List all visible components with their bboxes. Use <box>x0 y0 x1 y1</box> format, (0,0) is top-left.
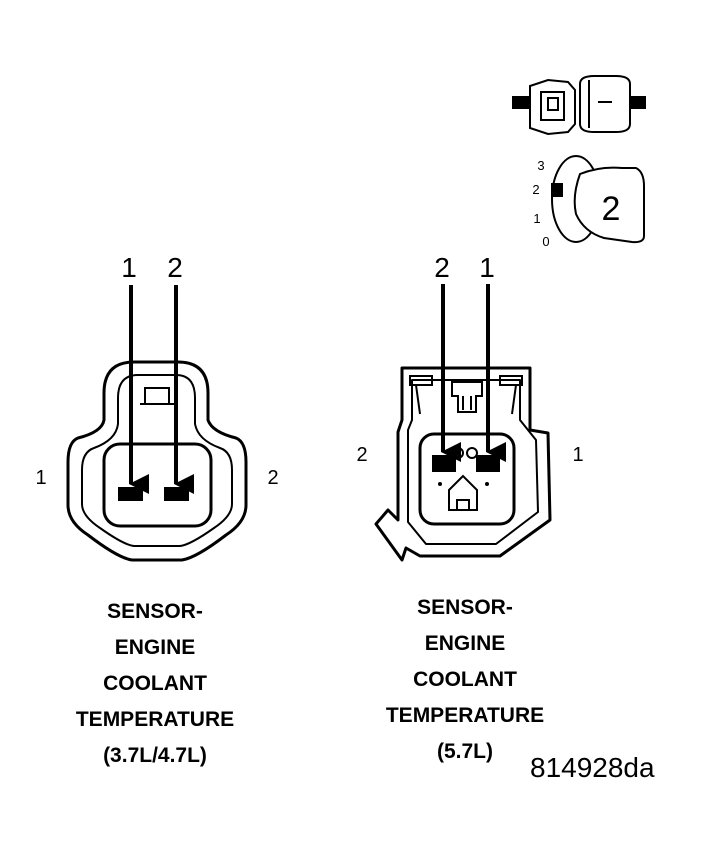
figure-id: 814928da <box>530 752 655 783</box>
right-side-label-1: 1 <box>572 444 583 466</box>
dial-scale-0: 0 <box>542 234 549 249</box>
right-connector-inner-outline <box>407 379 539 545</box>
left-caption-line: COOLANT <box>103 672 207 695</box>
right-connector-tab-right <box>499 375 523 386</box>
left-connector-caption: SENSOR- ENGINE COOLANT TEMPERATURE (3.7L… <box>50 594 260 774</box>
left-connector: 1 2 1 2 <box>35 252 279 562</box>
right-side-label-2: 2 <box>356 444 367 466</box>
locator-key-number: 2 <box>602 190 621 228</box>
right-caption-line: SENSOR- <box>417 596 513 619</box>
right-arrow-label-1: 1 <box>479 252 495 283</box>
dial-position-marker <box>551 183 563 197</box>
left-connector-latch <box>144 387 170 405</box>
right-arrow-label-2: 2 <box>434 252 450 283</box>
left-caption-line: (3.7L/4.7L) <box>103 744 207 767</box>
right-caption-line: COOLANT <box>413 668 517 691</box>
left-pin-1 <box>118 487 143 501</box>
right-pin-2 <box>432 455 456 472</box>
dial-scale-3: 3 <box>537 158 544 173</box>
left-arrow-label-1: 1 <box>121 252 137 283</box>
right-connector: 2 1 2 1 <box>356 252 584 562</box>
left-pin-2 <box>164 487 189 501</box>
right-pin-1 <box>476 455 500 472</box>
left-side-label-2: 2 <box>267 467 278 489</box>
dial-scale-2: 2 <box>532 182 539 197</box>
left-connector-cavity <box>102 442 213 528</box>
right-caption-line: TEMPERATURE <box>385 704 545 727</box>
right-connector-caption: SENSOR- ENGINE COOLANT TEMPERATURE (5.7L… <box>360 590 570 770</box>
left-caption-line: SENSOR- <box>107 600 203 623</box>
left-caption-line: ENGINE <box>114 636 196 659</box>
right-caption-line: (5.7L) <box>436 740 493 763</box>
left-arrow-label-2: 2 <box>167 252 183 283</box>
right-connector-tab-left <box>409 375 433 386</box>
right-connector-latch <box>451 381 483 413</box>
left-connector-housing <box>66 360 248 562</box>
connector-locator-icon: 3 2 1 0 2 <box>512 75 646 249</box>
dial-scale-1: 1 <box>533 211 540 226</box>
left-side-label-1: 1 <box>35 467 46 489</box>
left-connector-inner-outline <box>81 374 233 547</box>
right-connector-housing <box>374 366 552 562</box>
left-caption-line: TEMPERATURE <box>75 708 235 731</box>
right-connector-key <box>448 474 478 511</box>
right-caption-line: ENGINE <box>424 632 506 655</box>
